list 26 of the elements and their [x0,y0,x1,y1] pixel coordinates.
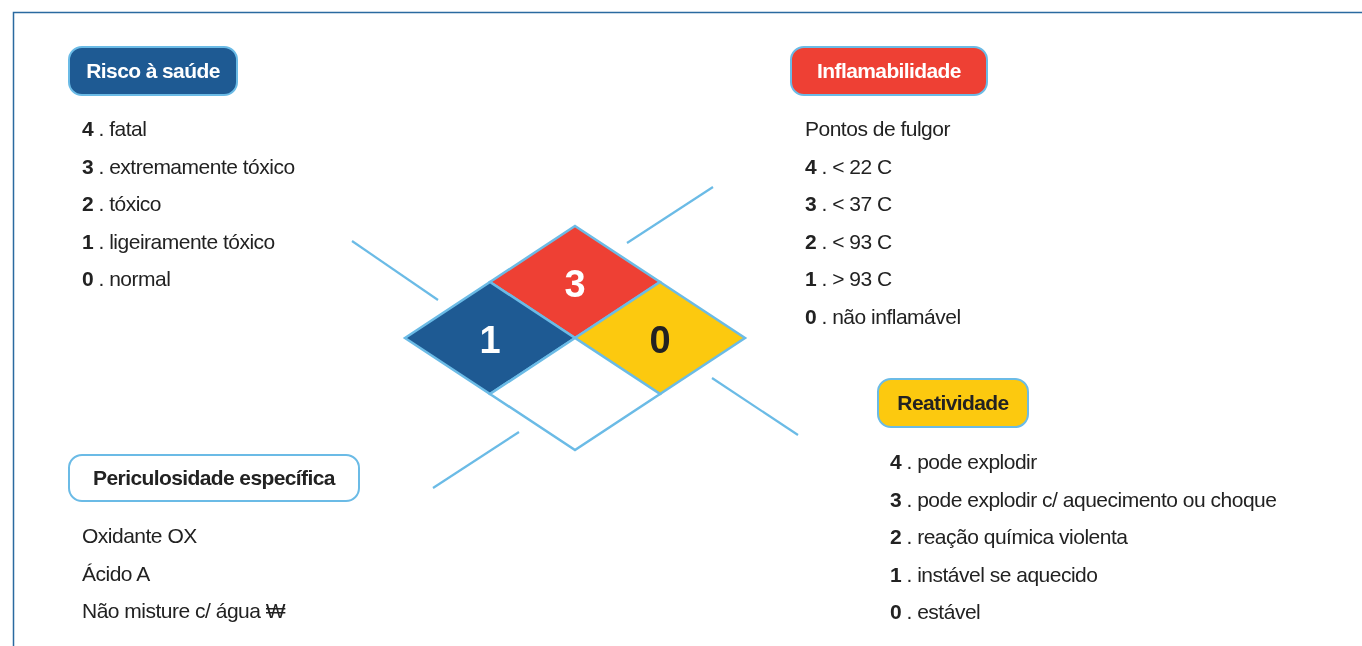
hazard-level-text: 3 . extremamente tóxico [82,155,295,177]
category-badge: Risco à saúde [68,46,238,96]
hazard-level-text: 3 . pode explodir c/ aquecimento ou choque [890,488,1277,510]
hazard-level-text: 4 . fatal [82,118,147,139]
category-badge: Inflamabilidade [790,46,988,96]
category-badge: Reatividade [877,378,1029,428]
hazard-level-text: 1 . ligeiramente tóxico [82,230,275,252]
hazard-level-text: Ácido A [82,562,150,584]
hazard-level-text: Não misture c/ água ₩ [82,600,286,621]
hazard-level-text: 0 . normal [82,268,171,289]
hazard-level-text: 3 . < 37 C [805,193,892,214]
hazard-level-text: 1 . > 93 C [805,268,892,289]
hazard-level-text: 4 . < 22 C [805,155,892,177]
category-badge: Periculosidade específica [68,454,360,502]
hazard-level-text: Pontos de fulgor [805,118,950,139]
hazard-level-text: 2 . < 93 C [805,230,892,252]
hazard-level-text: 2 . tóxico [82,193,162,214]
hazard-rating: 1 [479,318,501,362]
hazard-level-text: 0 . não inflamável [805,305,961,327]
hazard-level-text: Oxidante OX [82,525,197,546]
hazard-level-text: 1 . instável se aquecido [890,563,1098,585]
hazard-level-text: 4 . pode explodir [890,451,1037,472]
hazard-rating: 0 [649,318,671,362]
hazard-rating: 3 [564,262,586,306]
hazard-level-text: 2 . reação química violenta [890,526,1128,547]
hazard-level-text: 0 . estável [890,601,981,622]
